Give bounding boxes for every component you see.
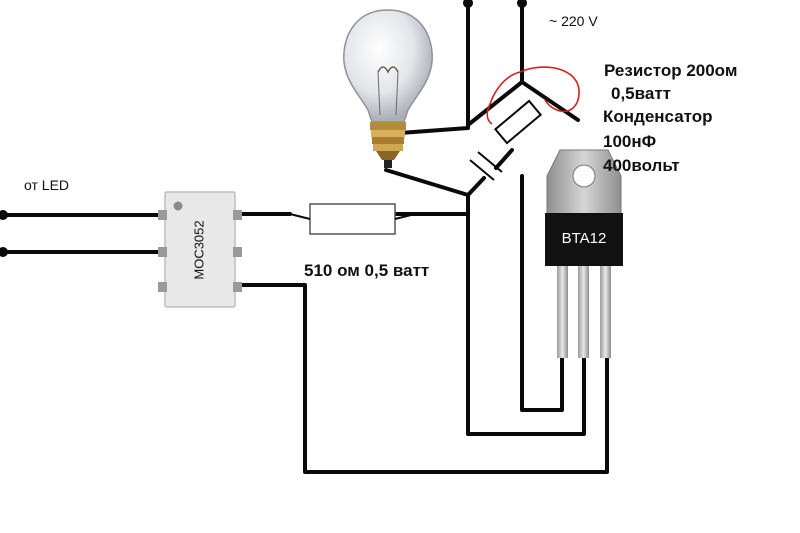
capacitor-label-2: 100нФ: [603, 132, 656, 151]
snubber-resistor-label-1: Резистор 200ом: [604, 61, 737, 80]
supply-label: ~ 220 V: [549, 13, 598, 29]
optocoupler-label: MOC3052: [191, 220, 206, 279]
wire-trunk-right-lower: [520, 174, 564, 412]
red-annotation: [486, 66, 580, 125]
wire-snubber-cap: [466, 176, 486, 197]
light-bulb-icon: [343, 9, 433, 168]
mains-terminal-right: [517, 0, 527, 8]
snubber-resistor: [493, 99, 543, 145]
input-terminal-1: [0, 210, 8, 220]
snubber-resistor-label-2: 0,5ватт: [611, 84, 671, 103]
wire-lamp-to-junction: [384, 168, 470, 197]
wire-trunk-lower: [466, 193, 586, 436]
input-terminal-2: [0, 247, 8, 257]
wire-moc-to-gate: [233, 283, 609, 474]
gate-resistor: [309, 203, 396, 235]
triac-label: BTA12: [562, 230, 607, 247]
led-input-label: от LED: [24, 177, 69, 193]
capacitor-label-1: Конденсатор: [603, 107, 713, 126]
capacitor-label-3: 400вольт: [603, 156, 680, 175]
mains-terminal-left: [463, 0, 473, 8]
wire-mains-left: [398, 0, 470, 135]
triac: [545, 149, 623, 358]
gate-resistor-label: 510 ом 0,5 ватт: [304, 261, 429, 280]
wire-snubber-right: [466, 80, 524, 127]
wire-snubber-cap-2: [494, 148, 514, 170]
capacitor: [469, 151, 503, 181]
optocoupler: [158, 191, 242, 308]
